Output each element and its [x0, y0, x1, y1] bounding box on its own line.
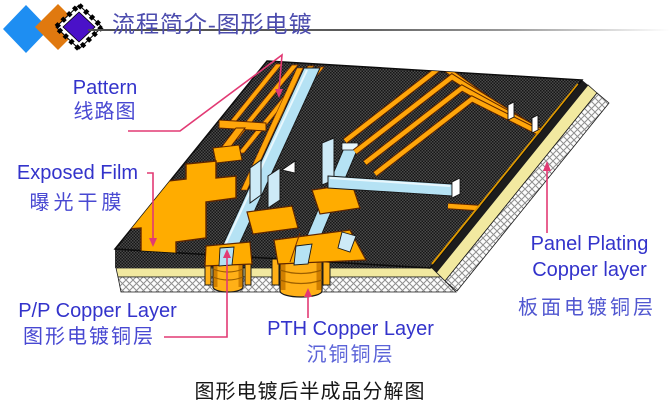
- label-panel-plating-en1: Panel Plating: [530, 233, 649, 255]
- diamond-icon-blue: [3, 5, 49, 53]
- leader-exposed-film: [147, 172, 154, 238]
- arrowhead: [149, 238, 157, 247]
- barrel-shade: [316, 260, 322, 290]
- diagram-caption: 图形电镀后半成品分解图: [194, 381, 426, 403]
- copper-trace: [240, 67, 304, 191]
- label-exposed-film-zh: 曝光干膜: [29, 192, 126, 214]
- barrel-rings: [212, 268, 244, 281]
- arrowhead: [275, 89, 283, 98]
- leader-lines: [128, 53, 551, 338]
- title-underline: [88, 29, 670, 31]
- white-facet: [531, 114, 539, 134]
- cyan-wall: [337, 231, 357, 253]
- arrowhead: [543, 161, 551, 171]
- copper-pad: [246, 205, 299, 235]
- cyan-wall: [293, 243, 313, 266]
- white-facet: [507, 101, 515, 121]
- label-panel-plating-en2: Copper layer: [532, 259, 647, 281]
- board-side-layers-right: [430, 80, 610, 292]
- label-pp-copper-en: P/P Copper Layer: [18, 300, 177, 322]
- copper-trace: [231, 64, 299, 140]
- barrel-tab: [322, 258, 331, 286]
- label-pattern-en: Pattern: [72, 77, 138, 99]
- barrel-body: [279, 258, 323, 298]
- barrel-shade: [238, 262, 243, 287]
- label-pattern-zh: 线路图: [73, 101, 137, 123]
- cyan-trench-long: [321, 137, 461, 199]
- copper-pad: [212, 144, 243, 164]
- white-facet: [451, 177, 461, 199]
- leader-pp-copper: [164, 258, 228, 338]
- pth-barrel-right: [271, 258, 331, 298]
- channel-highlight: [218, 69, 308, 259]
- front-openings: [204, 229, 367, 267]
- white-facet: [281, 160, 296, 174]
- side-hatch-layer: [444, 92, 610, 292]
- barrel-shade: [213, 262, 218, 287]
- white-facet: [584, 204, 590, 222]
- barrel-rings: [279, 269, 323, 285]
- diamond-icon-purple-checkered: [52, 2, 106, 53]
- leader-pattern: [128, 53, 283, 132]
- cyan-walls-centre: [246, 159, 299, 235]
- cyan-wall: [249, 159, 262, 204]
- edge-glow: [431, 83, 579, 265]
- copper-trace: [218, 119, 267, 132]
- pad-fold: [289, 232, 301, 263]
- barrel-body: [212, 260, 244, 293]
- white-facet: [579, 140, 582, 160]
- arrowhead: [304, 288, 312, 297]
- label-pth-copper-en: PTH Copper Layer: [267, 318, 434, 340]
- cyan-wall: [267, 167, 281, 209]
- zigzag-trace: [212, 119, 267, 164]
- title-diamonds: [3, 2, 106, 53]
- label-pp-copper-zh: 图形电镀铜层: [23, 326, 155, 348]
- barrel-shade: [280, 260, 286, 290]
- channel-highlight: [329, 177, 451, 187]
- arrowhead: [223, 249, 231, 258]
- label-panel-plating-zh: 板面电镀铜层: [518, 297, 656, 319]
- label-pth-copper-zh: 沉铜铜层: [306, 344, 395, 366]
- side-black-layer: [430, 80, 588, 273]
- label-exposed-film-en: Exposed Film: [16, 162, 139, 184]
- pth-barrel-left: [204, 260, 252, 293]
- slide-title: 流程简介-图形电镀: [112, 12, 313, 37]
